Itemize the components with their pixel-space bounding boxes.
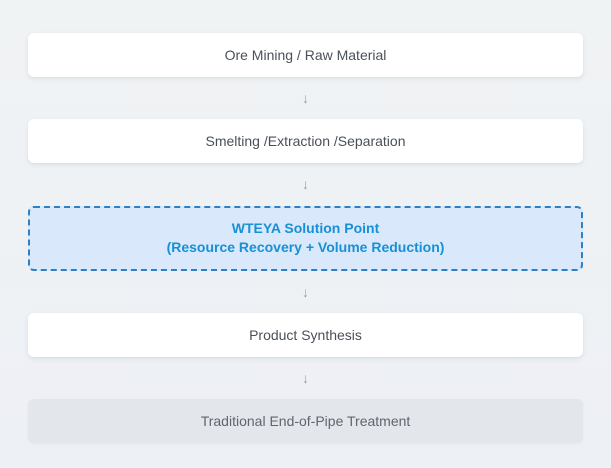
flow-node-end-of-pipe: Traditional End-of-Pipe Treatment — [28, 399, 583, 443]
flow-node-product-synthesis: Product Synthesis — [28, 312, 583, 357]
flow-connector: ↓ — [302, 357, 309, 399]
flow-connector: ↓ — [302, 163, 309, 205]
flow-node-smelting: Smelting /Extraction /Separation — [28, 119, 583, 164]
flow-node-label: Product Synthesis — [249, 326, 362, 343]
flow-node-label: Traditional End-of-Pipe Treatment — [200, 413, 411, 429]
flow-node-label: Ore Mining / Raw Material — [224, 47, 387, 63]
down-arrow-icon: ↓ — [302, 90, 309, 107]
wteya-solution-title: WTEYA Solution Point — [231, 220, 380, 236]
flow-connector: ↓ — [302, 271, 309, 313]
flow-node-label: Smelting /Extraction /Separation — [205, 133, 406, 150]
down-arrow-icon: ↓ — [302, 283, 309, 300]
flow-node-ore-mining: Ore Mining / Raw Material — [28, 33, 583, 77]
down-arrow-icon: ↓ — [302, 369, 309, 386]
flow-connector: ↓ — [302, 77, 309, 119]
down-arrow-icon: ↓ — [302, 176, 309, 193]
flow-node-wteya-solution: WTEYA Solution Point (Resource Recovery … — [28, 205, 583, 271]
wteya-solution-subtitle: (Resource Recovery + Volume Reduction) — [166, 239, 445, 255]
